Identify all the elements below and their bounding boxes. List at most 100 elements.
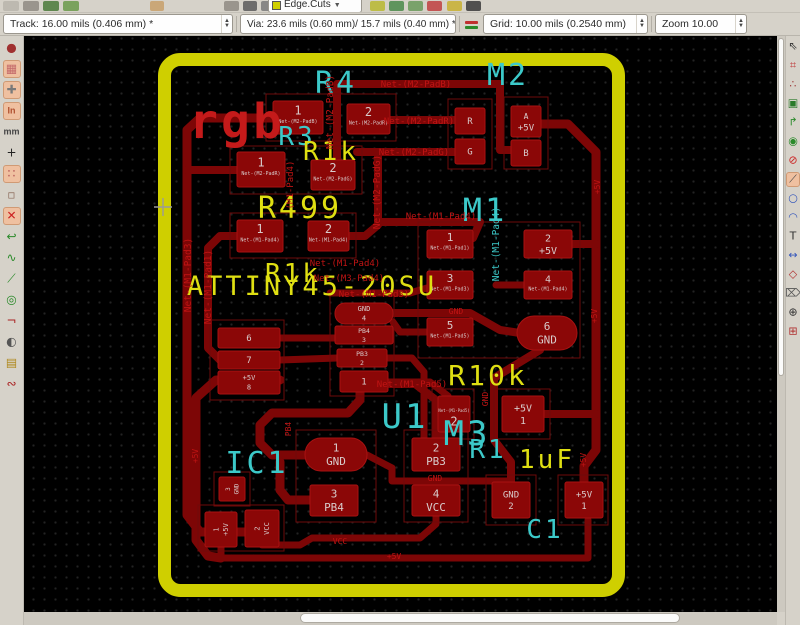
- grid-origin-icon[interactable]: ⊞: [788, 324, 798, 338]
- pcb-label[interactable]: Net-(M2-PadG): [372, 155, 383, 229]
- pcb-label[interactable]: M3: [444, 414, 491, 454]
- high-contrast-mode-icon[interactable]: ◐: [6, 334, 17, 349]
- toolbar-icon[interactable]: [23, 1, 39, 11]
- pcb-pad[interactable]: [334, 325, 394, 345]
- auto-delete-track-icon[interactable]: ↩: [6, 229, 17, 244]
- pcb-label[interactable]: GND: [449, 307, 464, 316]
- show-vias-sketch-icon[interactable]: ◎: [6, 292, 17, 307]
- pcb-drawing[interactable]: 1Net-(M2-PadB)2Net-(M2-PadR)1Net-(M2-Pad…: [24, 36, 778, 612]
- pcb-pad[interactable]: [217, 350, 281, 370]
- pcb-trace[interactable]: [275, 457, 315, 505]
- pcb-pad[interactable]: [218, 476, 246, 502]
- toolbar-icon[interactable]: [3, 1, 19, 11]
- pcb-trace[interactable]: [258, 512, 440, 549]
- add-arc-icon[interactable]: ◠: [788, 210, 798, 224]
- select-tool-icon[interactable]: ⇖: [788, 39, 798, 53]
- add-target-icon[interactable]: ◇: [788, 267, 798, 281]
- pcb-label[interactable]: Net-(M1-Pad5): [377, 380, 447, 390]
- pcb-pad[interactable]: [336, 348, 388, 368]
- pcb-pad[interactable]: [217, 370, 281, 395]
- pcb-pad[interactable]: [411, 437, 461, 472]
- pcb-trace[interactable]: [345, 148, 382, 240]
- add-dimension-icon[interactable]: ↔: [788, 248, 798, 262]
- add-text-icon[interactable]: T: [789, 229, 797, 243]
- pcb-trace[interactable]: [276, 354, 341, 364]
- grid-display-icon[interactable]: ▦: [2, 60, 21, 78]
- pcb-label[interactable]: Net-(M1-Pad1): [203, 250, 214, 324]
- pcb-pad[interactable]: [334, 302, 394, 325]
- pcb-label[interactable]: Net-(M2-PadB): [325, 75, 336, 149]
- drc-bug-icon[interactable]: ●: [6, 40, 17, 55]
- toolbar-icon[interactable]: [389, 1, 404, 11]
- pcb-trace[interactable]: [490, 346, 544, 488]
- pcb-pad[interactable]: [523, 229, 573, 259]
- toolbar-icon[interactable]: [43, 1, 59, 11]
- show-tracks-sketch-icon[interactable]: ¬: [6, 313, 17, 328]
- add-footprint-icon[interactable]: ▣: [787, 96, 799, 110]
- pcb-pad[interactable]: [437, 395, 471, 433]
- add-circle-icon[interactable]: ○: [788, 191, 798, 205]
- layer-selector[interactable]: Edge.Cuts ▲▼: [268, 0, 362, 12]
- toolbar-icon[interactable]: [63, 1, 79, 11]
- pcb-trace[interactable]: [389, 318, 431, 336]
- local-ratsnest-icon[interactable]: ∴: [789, 77, 797, 91]
- pcb-pad[interactable]: [411, 484, 461, 517]
- pcb-label[interactable]: R3: [278, 122, 315, 152]
- pcb-trace[interactable]: [326, 284, 431, 297]
- pcb-pad[interactable]: [564, 481, 604, 519]
- pcb-label[interactable]: R4: [315, 66, 357, 101]
- toolbar-icon[interactable]: [466, 1, 481, 11]
- pcb-label[interactable]: Net-(M2-PadB): [381, 80, 451, 90]
- toolbar-icon[interactable]: [408, 1, 423, 11]
- units-mm-icon[interactable]: mm: [3, 126, 20, 137]
- pcb-pad[interactable]: [426, 229, 474, 259]
- track-45deg-icon[interactable]: ⟋: [7, 271, 16, 285]
- pcb-label[interactable]: +5V: [590, 309, 599, 324]
- layers-palette-icon[interactable]: ▤: [5, 355, 18, 370]
- pcb-label[interactable]: Net-(M1-Pad4): [406, 212, 476, 222]
- toolbar-icon[interactable]: [243, 1, 257, 11]
- zoom-select[interactable]: Zoom 10.00 ▲▼: [655, 14, 747, 34]
- pcb-label[interactable]: M1: [463, 191, 508, 229]
- pcb-label[interactable]: Net-(M1-Pad4): [310, 259, 380, 269]
- pcb-label[interactable]: +5V: [579, 453, 588, 468]
- pcb-pad[interactable]: [204, 511, 238, 548]
- pcb-pad[interactable]: [307, 220, 350, 252]
- pcb-label[interactable]: rgb: [189, 94, 285, 150]
- pcb-label[interactable]: R1k: [303, 137, 359, 167]
- pcb-label[interactable]: +5V: [387, 552, 402, 561]
- toolbar-icon[interactable]: [224, 1, 239, 11]
- ratsnest-show-icon[interactable]: ∷: [2, 165, 21, 183]
- vertical-scrollbar-thumb[interactable]: [778, 38, 784, 376]
- pcb-pad[interactable]: [454, 107, 486, 135]
- route-tracks-icon[interactable]: ↱: [788, 115, 798, 129]
- pcb-trace[interactable]: [536, 119, 601, 497]
- pcb-pad[interactable]: [426, 270, 474, 300]
- pcb-pad[interactable]: [426, 317, 474, 347]
- cursor-shape-icon[interactable]: +: [6, 145, 17, 160]
- pcb-label[interactable]: GND: [481, 392, 490, 407]
- pcb-label[interactable]: IC1: [225, 446, 288, 481]
- spinner-icon[interactable]: ▲▼: [735, 15, 746, 33]
- drill-origin-icon[interactable]: ⊕: [788, 305, 798, 319]
- pcb-label[interactable]: VCC: [333, 537, 348, 546]
- pcb-label[interactable]: R1k: [265, 259, 321, 289]
- grid-select[interactable]: Grid: 10.00 mils (0.2540 mm) ▲▼: [483, 14, 648, 34]
- polar-coords-icon[interactable]: ✚: [2, 81, 21, 99]
- pcb-label[interactable]: GND: [428, 474, 443, 483]
- pcb-pad[interactable]: [272, 100, 324, 135]
- add-graphic-line-icon[interactable]: ⟋: [786, 172, 800, 187]
- delete-items-icon[interactable]: ⌦: [785, 286, 800, 300]
- pcb-trace[interactable]: [333, 80, 516, 154]
- pcb-pad[interactable]: [310, 159, 356, 191]
- board-outline-edge-cuts[interactable]: [158, 53, 625, 597]
- toolbar-icon[interactable]: [447, 1, 462, 11]
- spinner-icon[interactable]: ▲▼: [636, 15, 647, 33]
- pcb-pad[interactable]: [236, 219, 284, 253]
- pcb-trace[interactable]: [384, 378, 452, 400]
- toolbar-icon[interactable]: [150, 1, 164, 11]
- pcb-pad[interactable]: [501, 395, 545, 433]
- pcb-label[interactable]: Net-(M1-Pad3): [339, 290, 409, 300]
- pcb-label[interactable]: (M1-Pad4): [286, 161, 296, 210]
